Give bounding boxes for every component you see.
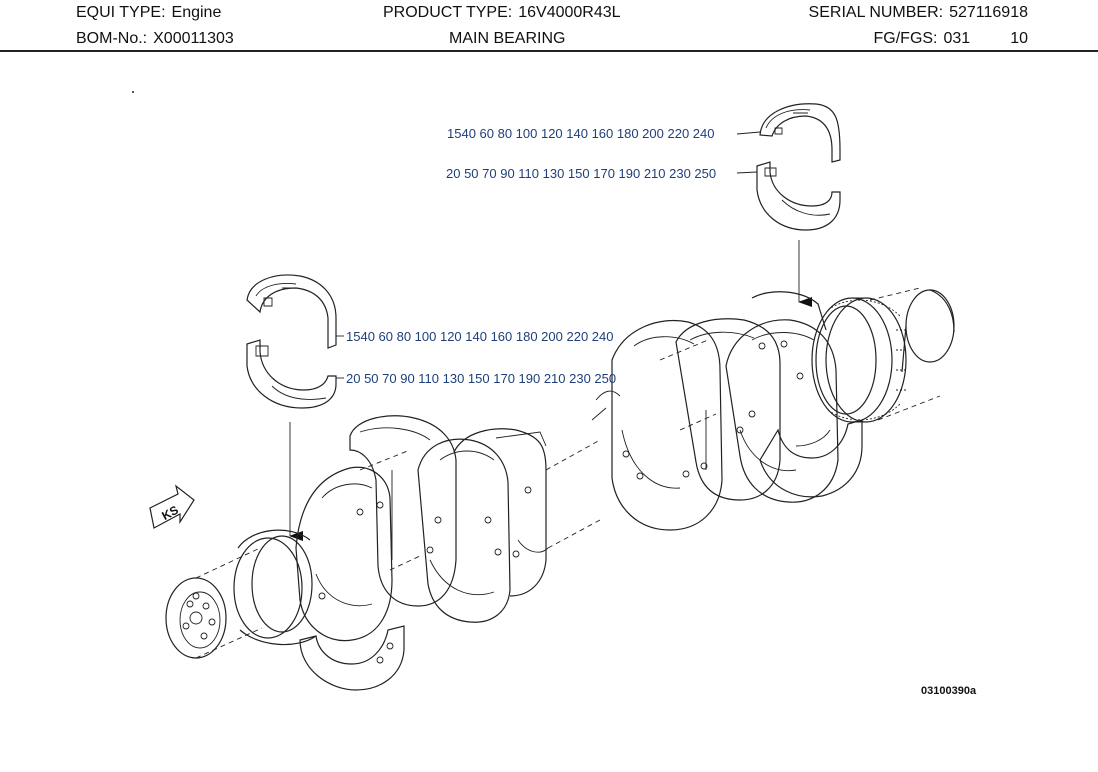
stray-mark — [132, 91, 134, 93]
callout-lower-shell-top: 1540 60 80 100 120 140 160 180 200 220 2… — [346, 329, 613, 344]
bom-value: X00011303 — [153, 30, 234, 47]
serial-number: SERIAL NUMBER: 527116918 — [809, 4, 1028, 22]
serial-number-value: 527116918 — [949, 4, 1028, 21]
serial-number-label: SERIAL NUMBER: — [808, 4, 944, 21]
bearing-shell-left-top — [246, 274, 337, 349]
callout-lower-shell-bottom: 20 50 70 90 110 130 150 170 190 210 230 … — [346, 371, 616, 386]
bom-label: BOM-No.: — [76, 30, 148, 47]
equi-type: EQUI TYPE: Engine — [76, 4, 221, 22]
product-type: PRODUCT TYPE: 16V4000R43L — [383, 4, 621, 22]
equi-type-value: Engine — [171, 4, 222, 21]
product-type-value: 16V4000R43L — [518, 4, 621, 21]
crankshaft-right-section — [591, 287, 955, 531]
equi-type-label: EQUI TYPE: — [76, 4, 166, 21]
page-title: MAIN BEARING — [449, 30, 566, 47]
bearing-shell-left-bottom — [246, 339, 337, 409]
fg-fgs: FG/FGS: 031 10 — [874, 30, 1029, 48]
exploded-view-drawing: KS 1540 60 80 100 120 140 160 180 200 22… — [132, 91, 977, 697]
fg-value: 031 — [943, 30, 971, 47]
callout-upper-shell-bottom: 20 50 70 90 110 130 150 170 190 210 230 … — [446, 166, 716, 181]
fg-label: FG/FGS: — [873, 30, 938, 47]
leader-upper-top — [736, 131, 761, 135]
drawing-number: 03100390a — [921, 685, 977, 697]
bearing-shell-upper-right-bottom — [756, 161, 841, 231]
bom-number: BOM-No.: X00011303 — [76, 30, 234, 48]
leader-upper-bottom — [736, 171, 758, 174]
crankshaft-left-section — [165, 415, 601, 691]
sheet-number: 10 — [1010, 30, 1028, 47]
bearing-shell-upper-right-top — [759, 103, 841, 163]
product-type-label: PRODUCT TYPE: — [383, 4, 513, 21]
ks-label: KS — [159, 503, 180, 523]
parts-header: EQUI TYPE: Engine PRODUCT TYPE: 16V4000R43… — [0, 0, 1098, 52]
flywheel-side-marker: KS — [149, 484, 195, 529]
callout-upper-shell-top: 1540 60 80 100 120 140 160 180 200 220 2… — [447, 126, 714, 141]
